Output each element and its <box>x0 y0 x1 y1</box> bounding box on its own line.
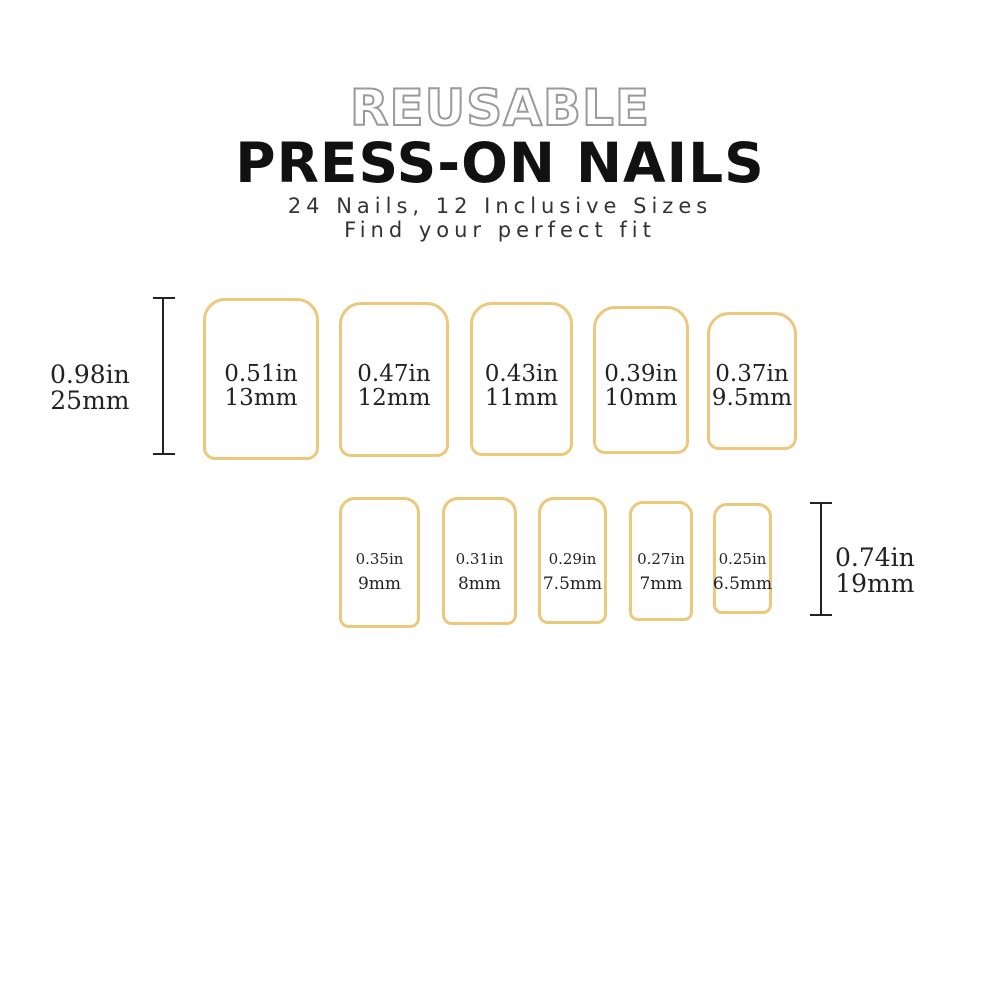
row1-nail-3-width-in: 0.43in <box>484 361 559 387</box>
row1-length-mm: 25mm <box>50 386 130 416</box>
row1-nail-2-width-mm: 12mm <box>357 385 431 412</box>
row1-nail-2-width-in: 0.47in <box>357 361 431 387</box>
row1-nail-3 <box>470 302 573 456</box>
row2-nail-3-size: 0.29in 7.5mm <box>535 550 610 594</box>
row2-nail-4-width-mm: 7mm <box>639 573 683 594</box>
row2-nail-4 <box>629 501 693 621</box>
row2-nail-2 <box>442 497 517 625</box>
row1-nail-5-width-in: 0.37in <box>715 361 789 387</box>
row1-length-in: 0.98in <box>50 360 130 389</box>
row2-nail-2-width-mm: 8mm <box>457 573 502 594</box>
row2-nail-2-size: 0.31in 8mm <box>439 550 520 594</box>
row1-nail-4-width-mm: 10mm <box>604 385 678 412</box>
row2-nail-4-size: 0.27in 7mm <box>626 550 696 594</box>
row2-nail-2-width-in: 0.31in <box>455 550 504 568</box>
title-reusable: REUSABLE <box>349 78 651 138</box>
row2-nail-1-size: 0.35in 9mm <box>336 550 423 594</box>
row1-nail-5-width-mm: 9.5mm <box>711 385 793 412</box>
row2-nail-5-size: 0.25in 6.5mm <box>710 550 775 594</box>
row2-nail-5-width-in: 0.25in <box>718 550 767 568</box>
subtitle-fit: Find your perfect fit <box>344 218 656 242</box>
row1-nail-1 <box>203 298 319 460</box>
row1-nail-3-width-mm: 11mm <box>485 385 558 412</box>
row2-length-in: 0.74in <box>835 543 915 572</box>
row1-nail-1-width-in: 0.51in <box>224 361 298 387</box>
row2-length-label: 0.74in 19mm <box>835 543 915 599</box>
row1-length-label: 0.98in 25mm <box>50 360 130 416</box>
row2-nail-3-width-in: 0.29in <box>548 550 597 568</box>
row1-nail-2 <box>339 302 449 457</box>
row2-nail-1-width-mm: 9mm <box>357 573 402 594</box>
row2-nail-5-width-mm: 6.5mm <box>712 573 773 594</box>
row1-nail-1-width-mm: 13mm <box>224 385 298 412</box>
row2-nail-1 <box>339 497 420 628</box>
title-press-on-nails: PRESS-ON NAILS <box>235 131 765 195</box>
row2-nail-1-width-in: 0.35in <box>355 550 404 568</box>
row2-nail-4-width-in: 0.27in <box>637 550 685 568</box>
row2-nail-3-width-mm: 7.5mm <box>542 573 603 594</box>
row2-length-mm: 19mm <box>835 569 915 599</box>
row1-nail-4-width-in: 0.39in <box>604 361 678 387</box>
row2-nail-3 <box>538 497 607 624</box>
row1-nail-4 <box>593 306 689 454</box>
subtitle-nail-count: 24 Nails, 12 Inclusive Sizes <box>287 194 713 218</box>
row1-nail-5 <box>707 312 797 450</box>
row2-nail-5 <box>713 503 772 614</box>
